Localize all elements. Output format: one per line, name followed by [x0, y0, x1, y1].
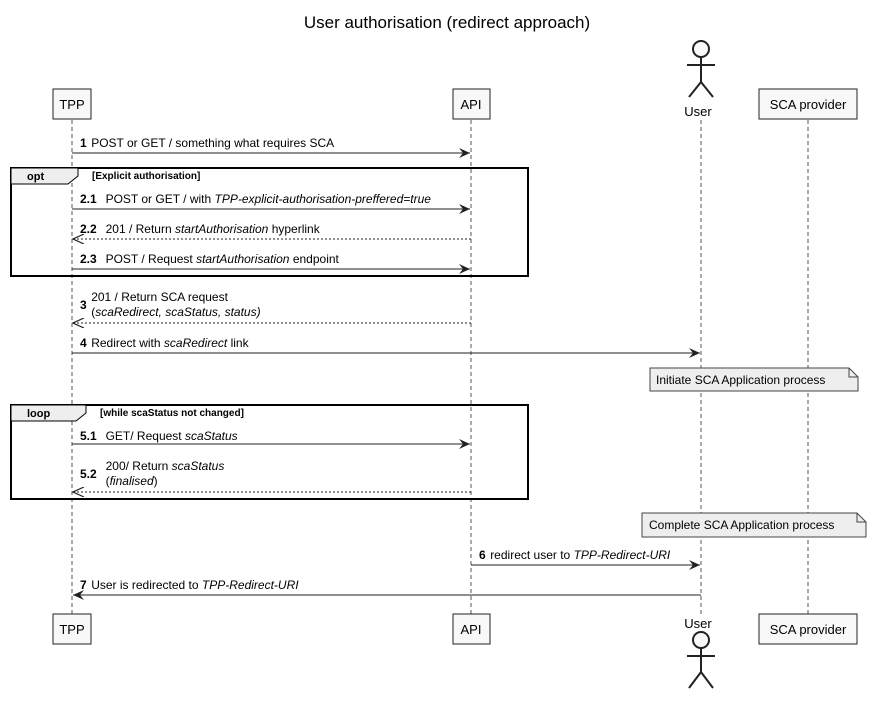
message-text: POST / Request — [106, 252, 197, 266]
message-text: scaStatus — [185, 429, 238, 443]
message-text: GET/ Request — [106, 429, 185, 443]
diagram-title: User authorisation (redirect approach) — [304, 13, 590, 32]
message-number: 2.2 — [80, 222, 97, 236]
message-text: User is redirected to — [91, 578, 202, 592]
message-text: Redirect with — [91, 336, 164, 350]
message-text: POST or GET / something what requires SC… — [91, 136, 334, 150]
participant-label: User — [684, 104, 712, 119]
message-1: 1 POST or GET / something what requires S… — [72, 136, 470, 158]
participant-label: API — [461, 622, 482, 637]
message-number: 4 — [80, 336, 87, 350]
participant-label: TPP — [59, 622, 84, 637]
participant-label: User — [684, 616, 712, 631]
message-label: 2.1 POST or GET / with TPP-explicit-autho… — [80, 192, 431, 206]
note-text: Initiate SCA Application process — [656, 373, 825, 387]
message-text: finalised — [110, 474, 154, 488]
message-text: scaRedirect — [164, 336, 228, 350]
message-number: 2.1 — [80, 192, 97, 206]
message-5-1: 5.1 GET/ Request scaStatus — [72, 429, 470, 449]
participant-label: API — [461, 97, 482, 112]
message-text: TPP-Redirect-URI — [574, 548, 671, 562]
message-text: TPP-Redirect-URI — [202, 578, 299, 592]
frame-opt-label: opt — [27, 171, 44, 183]
message-number: 7 — [80, 578, 87, 592]
participant-sca-provider-bottom: SCA provider — [758, 613, 858, 645]
message-2-3: 2.3 POST / Request startAuthorisation end… — [72, 252, 470, 274]
message-text: link — [227, 336, 249, 350]
message-text: startAuthorisation — [175, 222, 269, 236]
participant-label: SCA provider — [770, 622, 847, 637]
message-text: scaStatus — [172, 459, 225, 473]
message-text: ) — [154, 474, 158, 488]
frame-loop-label: loop — [27, 408, 50, 420]
message-2-1: 2.1 POST or GET / with TPP-explicit-autho… — [72, 192, 470, 214]
participant-tpp-top: TPP — [52, 88, 92, 120]
message-number: 1 — [80, 136, 87, 150]
actor-icon — [687, 40, 715, 98]
frame-opt: opt [Explicit authorisation] — [10, 167, 529, 277]
participant-tpp-bottom: TPP — [52, 613, 92, 645]
note-initiate-sca: Initiate SCA Application process — [649, 367, 859, 392]
message-number: 5.2 — [80, 467, 97, 481]
message-label: 5.1 GET/ Request scaStatus — [80, 429, 238, 443]
participant-api-bottom: API — [452, 613, 491, 645]
message-text: 200/ Return — [106, 459, 172, 473]
message-text: ( — [91, 305, 95, 319]
message-text: ( — [106, 474, 110, 488]
message-number: 6 — [479, 548, 486, 562]
participant-user-bottom: User — [684, 616, 715, 689]
frame-loop: loop [while scaStatus not changed] — [10, 404, 529, 500]
message-number: 5.1 — [80, 429, 97, 443]
message-label: 4 Redirect with scaRedirect link — [80, 336, 250, 350]
message-text: 201 / Return SCA request — [91, 290, 228, 304]
message-text: startAuthorisation — [196, 252, 290, 266]
message-text: scaRedirect, scaStatus, status) — [95, 305, 260, 319]
participant-label: TPP — [59, 97, 84, 112]
message-6: 6 redirect user to TPP-Redirect-URI — [471, 548, 700, 570]
frame-opt-condition: [Explicit authorisation] — [92, 171, 200, 182]
note-text: Complete SCA Application process — [649, 518, 834, 532]
message-text: TPP-explicit-authorisation-preffered=tru… — [215, 192, 432, 206]
message-text: endpoint — [289, 252, 339, 266]
lifelines — [71, 120, 809, 614]
message-4: 4 Redirect with scaRedirect link — [72, 336, 700, 358]
participant-label: SCA provider — [770, 97, 847, 112]
message-label: 2.2 201 / Return startAuthorisation hyper… — [80, 222, 321, 236]
message-label: 2.3 POST / Request startAuthorisation end… — [80, 252, 340, 266]
message-text: redirect user to — [490, 548, 573, 562]
message-label: 7 User is redirected to TPP-Redirect-URI — [80, 578, 299, 592]
message-2-2: 2.2 201 / Return startAuthorisation hyper… — [73, 222, 471, 239]
participant-api-top: API — [452, 88, 491, 120]
message-7: 7 User is redirected to TPP-Redirect-URI — [73, 578, 701, 600]
message-number: 2.3 — [80, 252, 97, 266]
messages: 1 POST or GET / something what requires S… — [72, 136, 701, 600]
message-label: 1 POST or GET / something what requires S… — [80, 136, 334, 150]
note-complete-sca: Complete SCA Application process — [641, 512, 867, 538]
message-label: 6 redirect user to TPP-Redirect-URI — [479, 548, 671, 562]
message-label: 5.2 200/ Return scaStatus (finalised) — [80, 459, 224, 488]
message-text: POST or GET / with — [106, 192, 215, 206]
message-text: hyperlink — [268, 222, 320, 236]
message-text: 201 / Return — [106, 222, 175, 236]
message-number: 3 — [80, 298, 87, 312]
message-3: 3 201 / Return SCA request(scaRedirect, s… — [73, 290, 471, 323]
message-5-2: 5.2 200/ Return scaStatus (finalised) — [73, 459, 471, 492]
frame-loop-condition: [while scaStatus not changed] — [100, 408, 244, 419]
actor-icon — [687, 631, 715, 689]
message-label: 3 201 / Return SCA request(scaRedirect, s… — [80, 290, 261, 319]
participant-user-top: User — [684, 40, 715, 119]
participant-sca-provider-top: SCA provider — [758, 88, 858, 120]
